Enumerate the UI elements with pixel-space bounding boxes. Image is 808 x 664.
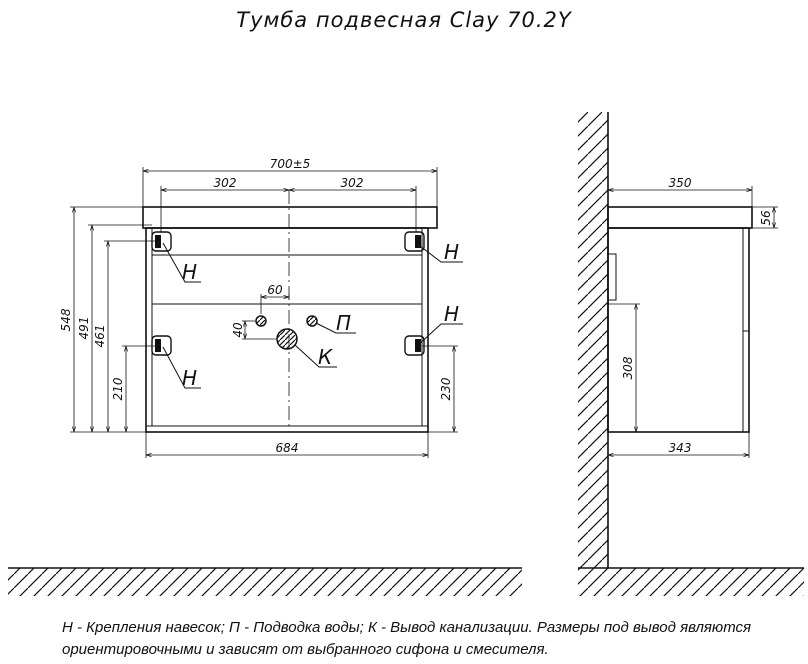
bracket-bottom-right [404, 335, 425, 356]
countertop-side [607, 206, 753, 229]
water-supply-left [255, 315, 267, 327]
drain-outlet [276, 328, 298, 350]
legend-line-2: ориентировочными и зависят от выбранного… [62, 641, 549, 658]
floor-left [8, 567, 522, 596]
dim-height-3: 461 [93, 325, 107, 348]
dim-half-left: 302 [214, 176, 237, 190]
label-p: П [336, 311, 351, 335]
floor-right [578, 567, 804, 596]
dim-depth-top: 350 [669, 176, 692, 190]
dim-height-4: 210 [111, 377, 125, 400]
bracket-top-right [404, 231, 425, 252]
dim-height-total: 548 [59, 308, 73, 331]
dim-half-right: 302 [341, 176, 364, 190]
dim-depth-bottom: 343 [669, 441, 692, 455]
dim-pipe-offset-y: 40 [231, 322, 245, 338]
wall-hatch [578, 112, 608, 568]
label-h-top-right: Н [444, 240, 459, 264]
cabinet-inner-front [151, 227, 423, 427]
label-k: К [318, 345, 333, 369]
label-h-top-left: Н [182, 260, 197, 284]
drawing-title: Тумба подвесная Clay 70.2Y [236, 8, 573, 32]
bracket-bottom-left [151, 335, 172, 356]
side-view [578, 112, 778, 568]
cabinet-body-side [607, 227, 750, 433]
dim-top-thickness: 56 [759, 210, 773, 226]
bracket-top-left [151, 231, 172, 252]
legend-note: Н - Крепления навесок; П - Подводка воды… [62, 617, 792, 661]
dim-height-drawer: 308 [621, 356, 635, 379]
label-h-bottom-left: Н [182, 366, 197, 390]
label-h-bottom-right: Н [444, 302, 459, 326]
dim-pipe-offset-x: 60 [267, 283, 283, 297]
front-view [70, 167, 463, 458]
dim-width-top: 700±5 [270, 157, 311, 171]
legend-line-1: Н - Крепления навесок; П - Подводка воды… [62, 619, 752, 636]
water-supply-right [306, 315, 318, 327]
countertop-front [142, 206, 438, 229]
dim-width-bottom: 684 [276, 441, 299, 455]
dim-height-2: 491 [77, 317, 91, 340]
dim-height-right: 230 [439, 377, 453, 400]
